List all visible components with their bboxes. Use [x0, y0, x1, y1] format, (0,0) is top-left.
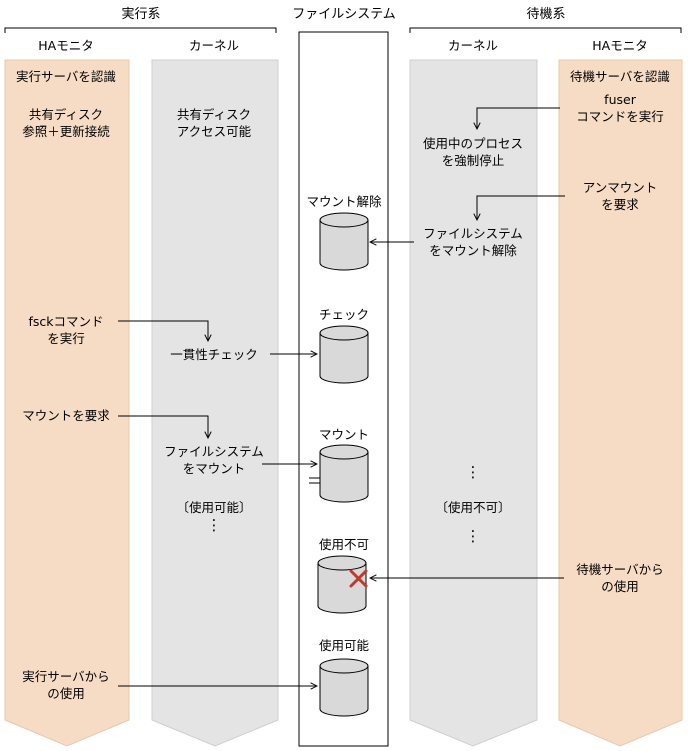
standby-unusable: 〔使用不可〕 [435, 500, 511, 515]
kernel-usable: 〔使用可能〕 [176, 500, 252, 515]
disk-mount [319, 444, 369, 503]
active-group-bracket [4, 27, 277, 33]
fs-unmount-label: マウント解除 [306, 194, 382, 209]
active-recognize: 実行サーバを認識 [16, 69, 116, 84]
standby-unmount-fs: ファイルシステム をマウント解除 [423, 226, 523, 258]
filesystem-column [298, 31, 389, 747]
filesystem-header: ファイルシステム [288, 7, 400, 23]
standby-dots-top: ⋮ [465, 463, 481, 481]
fs-check-label: チェック [318, 307, 370, 322]
lane-header-standby-kernel: カーネル [447, 38, 499, 53]
kernel-consistency-check: 一貫性チェック [170, 347, 258, 362]
active-mount-request: マウントを要求 [22, 408, 110, 423]
arrow-fuser-to-kill [477, 107, 560, 129]
disk-unusable [317, 555, 367, 614]
lane-header-active-kernel: カーネル [188, 38, 240, 53]
fs-unusable-label: 使用不可 [318, 537, 370, 552]
standby-kernel-lane [409, 59, 538, 747]
standby-group-label: 待機系 [522, 7, 570, 23]
kernel-access: 共有ディスク アクセス可能 [176, 107, 252, 139]
kernel-dots: ⋮ [206, 516, 222, 534]
fs-mount-label: マウント [318, 427, 370, 442]
standby-recognize: 待機サーバを認識 [570, 69, 670, 84]
mount-tick-lines [309, 477, 320, 484]
active-fsck: fsckコマンド を実行 [28, 314, 104, 346]
standby-group-bracket [409, 27, 682, 33]
active-use-from: 実行サーバから の使用 [22, 669, 110, 701]
standby-fuser: fuser コマンドを実行 [576, 92, 664, 124]
fs-usable-label: 使用可能 [318, 638, 370, 653]
disk-check [319, 325, 369, 384]
standby-dots-bottom: ⋮ [465, 527, 481, 545]
active-ha-lane [4, 59, 130, 747]
disk-usable [319, 658, 369, 717]
active-shared-disk: 共有ディスク 参照＋更新接続 [22, 107, 110, 139]
arrow-fsck-to-check [118, 320, 208, 341]
standby-kill-processes: 使用中のプロセス を強制停止 [422, 136, 524, 168]
arrow-mountreq-to-mount [118, 415, 208, 438]
standby-ha-lane [558, 59, 683, 747]
kernel-mount: ファイルシステム をマウント [164, 444, 264, 476]
active-kernel-lane [151, 59, 279, 747]
cross-icon [349, 569, 368, 588]
standby-use-from: 待機サーバから の使用 [576, 562, 664, 594]
disk-unmount [319, 212, 369, 271]
standby-unmount-request: アンマウント を要求 [582, 180, 658, 212]
active-group-label: 実行系 [117, 7, 165, 23]
lane-header-standby-ha: HAモニタ [592, 38, 648, 53]
arrow-unmount-req [477, 195, 565, 220]
lane-header-active-ha: HAモニタ [38, 38, 94, 53]
